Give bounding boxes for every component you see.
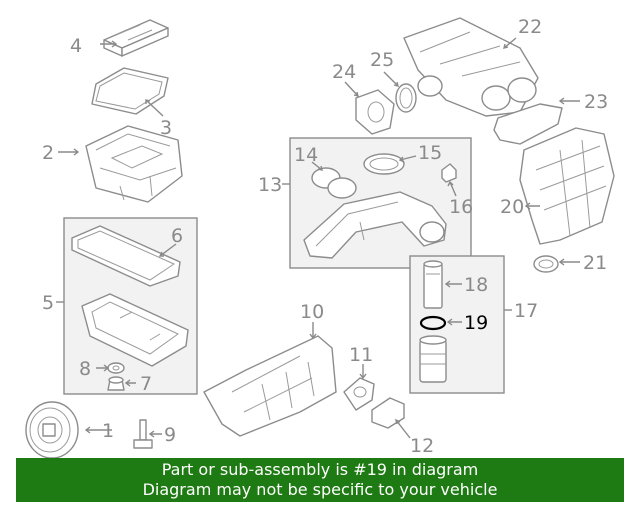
- callout-6: 6: [171, 225, 183, 247]
- part-14-gasket: [311, 167, 357, 199]
- callout-7: 7: [140, 373, 152, 395]
- part-24-throttle-body: [355, 89, 395, 135]
- callout-3: 3: [160, 117, 172, 139]
- part-13-intake-pipe: [303, 191, 447, 259]
- callout-9: 9: [164, 424, 176, 446]
- banner-line-2: Diagram may not be specific to your vehi…: [142, 480, 498, 499]
- callout-14: 14: [294, 144, 318, 166]
- callout-2: 2: [42, 142, 54, 164]
- callout-22: 22: [518, 16, 542, 38]
- callout-12: 12: [410, 435, 434, 457]
- callout-21: 21: [583, 252, 607, 274]
- part-25-seal: [395, 83, 417, 113]
- exploded-parts-diagram: 4 3 2 6 5 8 7 1 9 10 11 12 13 14 15 16 1…: [25, 16, 615, 458]
- part-15-seal: [363, 153, 405, 175]
- callout-11: 11: [349, 344, 373, 366]
- callout-10: 10: [300, 301, 324, 323]
- part-5-oil-pan: [81, 293, 189, 367]
- part-7-drain-plug: [107, 376, 125, 391]
- part-8-washer: [107, 362, 125, 374]
- callout-23: 23: [584, 91, 608, 113]
- part-23-seal-band: [493, 103, 563, 145]
- part-4-spacer: [103, 19, 169, 57]
- part-20-intake-manifold: [519, 127, 615, 245]
- callout-19: 19: [464, 312, 488, 334]
- part-2-upper-oil-pan: [85, 125, 183, 203]
- banner-line-1: Part or sub-assembly is #19 in diagram: [161, 460, 479, 479]
- callout-17: 17: [514, 300, 538, 322]
- part-16-clip: [441, 163, 457, 183]
- callout-15: 15: [418, 142, 442, 164]
- callout-13: 13: [258, 174, 282, 196]
- part-9-bolt: [133, 419, 153, 449]
- part-10-engine-shield: [203, 335, 337, 437]
- part-11-housing: [343, 377, 375, 411]
- callout-1: 1: [102, 420, 114, 442]
- part-22-intake-plenum: [403, 17, 539, 117]
- part-1-crank-pulley: [25, 401, 79, 458]
- leader-lines: [56, 37, 580, 439]
- callout-24: 24: [332, 61, 356, 83]
- notice-banner: Part or sub-assembly is #19 in diagram D…: [16, 458, 624, 502]
- callout-8: 8: [79, 358, 91, 380]
- callout-4: 4: [70, 35, 82, 57]
- part-18-filter-cap: [423, 260, 443, 309]
- part-6-gasket: [71, 225, 181, 287]
- callout-5: 5: [42, 292, 54, 314]
- part-21-gasket: [533, 255, 559, 273]
- part-17-filter-element: [419, 335, 447, 383]
- callout-25: 25: [370, 49, 394, 71]
- callout-20: 20: [500, 196, 524, 218]
- part-19-o-ring: [419, 315, 447, 331]
- callout-18: 18: [464, 274, 488, 296]
- callout-16: 16: [449, 196, 473, 218]
